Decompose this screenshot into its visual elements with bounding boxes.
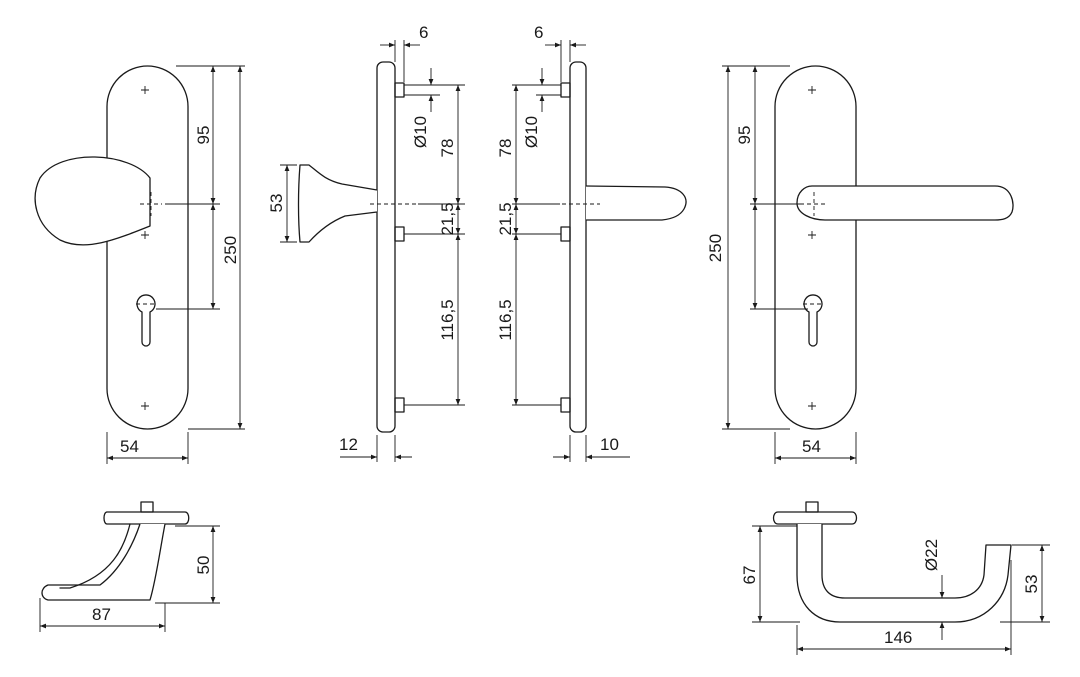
dim-54-right: 54	[802, 437, 821, 456]
dim-21-5-left: 21,5	[438, 202, 457, 235]
dim-146: 146	[884, 628, 912, 647]
side-view-lever: 6 Ø10 78 21,5 116,5 10	[496, 23, 687, 462]
dim-87: 87	[92, 605, 111, 624]
rosette-top-right	[772, 511, 858, 525]
dim-d10-right: Ø10	[522, 116, 541, 148]
dim-12: 12	[339, 435, 358, 454]
screw-mark-mid	[141, 231, 149, 239]
dim-67: 67	[740, 566, 759, 585]
dim-6-left: 6	[419, 23, 428, 42]
knob-side	[297, 164, 378, 243]
dim-95-left: 95	[194, 126, 213, 145]
cylinder-hole	[136, 294, 156, 347]
dim-21-5-right: 21,5	[496, 202, 515, 235]
dim-53-lever: 53	[1022, 575, 1041, 594]
knob-outline	[34, 156, 151, 246]
dim-54-left: 54	[120, 437, 139, 456]
top-view-lever: 67 Ø22 53 146	[740, 501, 1050, 655]
screw-mark-top	[141, 86, 149, 94]
side-view-knob: 6 Ø10 78 21,5 116,5 53 12	[267, 23, 465, 462]
dim-10: 10	[600, 435, 619, 454]
dim-53-knob: 53	[267, 194, 286, 213]
front-view-lever: 95 250 54	[706, 65, 1014, 464]
dim-d10-left: Ø10	[411, 116, 430, 148]
screw-mark-bottom	[141, 402, 149, 410]
lever-body-top	[796, 524, 1012, 623]
backplate-outline	[106, 65, 189, 430]
top-view-knob: 50 87	[39, 501, 220, 632]
dim-95-right: 95	[735, 126, 754, 145]
dim-78-right: 78	[496, 139, 515, 158]
dim-250-left: 250	[221, 236, 240, 264]
lever-side	[585, 185, 687, 221]
backplate-side	[376, 61, 396, 433]
dim-50: 50	[194, 556, 213, 575]
dim-250-right: 250	[706, 234, 725, 262]
knob-body-top	[41, 523, 166, 601]
dim-6-right: 6	[534, 23, 543, 42]
spindle-centerline	[140, 192, 162, 216]
dim-d22: Ø22	[922, 539, 941, 571]
dim-78-left: 78	[438, 139, 457, 158]
dim-116-5-left: 116,5	[438, 299, 457, 340]
backplate-side-right	[569, 61, 587, 433]
front-view-knob: 95 250 54	[34, 65, 245, 464]
dim-116-5-right: 116,5	[496, 299, 515, 340]
rosette-top-left	[103, 511, 190, 525]
backplate-outline-right	[774, 65, 857, 430]
lever-handle	[796, 185, 1014, 221]
cylinder-hole-right	[803, 294, 823, 347]
